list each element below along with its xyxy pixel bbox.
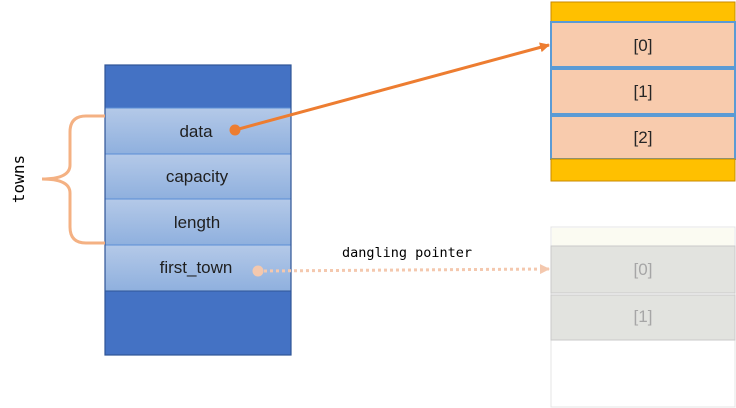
live-array-top-cap <box>550 1 736 23</box>
struct-field-first-town: first_town <box>104 244 292 292</box>
dangling-pointer-arrow <box>257 264 550 275</box>
data-pointer <box>229 42 550 136</box>
dangling-pointer-origin-dot <box>252 265 264 277</box>
live-array-index-2: [2] <box>634 128 653 147</box>
freed-array-index-1: [1] <box>634 307 653 326</box>
struct-field-data: data <box>104 107 292 155</box>
field-label-length: length <box>174 213 220 232</box>
freed-array-top-cap <box>552 228 734 246</box>
struct-field-capacity: capacity <box>104 153 292 200</box>
live-array-index-1: [1] <box>634 82 653 101</box>
freed-array: [0] [1] <box>550 226 736 408</box>
struct-block: data capacity length first_town <box>104 64 292 356</box>
struct-footer <box>104 290 292 356</box>
live-array-cell-2: [2] <box>550 115 736 160</box>
struct-brace <box>41 114 105 245</box>
struct-field-length: length <box>104 198 292 246</box>
struct-outline <box>104 64 292 356</box>
data-pointer-origin-dot <box>229 124 241 136</box>
field-label-data: data <box>179 122 213 141</box>
live-array-bottom-cap <box>550 158 736 182</box>
freed-array-cell-0: [0] <box>550 245 736 294</box>
live-array-cell-0: [0] <box>550 21 736 68</box>
struct-header <box>104 64 292 109</box>
live-array-cell-1: [1] <box>550 68 736 115</box>
live-array-index-0: [0] <box>634 36 653 55</box>
field-label-first-town: first_town <box>160 258 233 277</box>
dangling-pointer-label: dangling pointer <box>342 245 472 261</box>
field-label-capacity: capacity <box>166 167 229 186</box>
dangling-pointer: dangling pointer <box>252 245 550 277</box>
data-pointer-arrow <box>234 42 550 132</box>
freed-array-index-0: [0] <box>634 260 653 279</box>
freed-array-cell-1: [1] <box>550 294 736 341</box>
live-array: [0] [1] [2] <box>550 1 736 182</box>
struct-name-label: towns <box>9 155 28 203</box>
